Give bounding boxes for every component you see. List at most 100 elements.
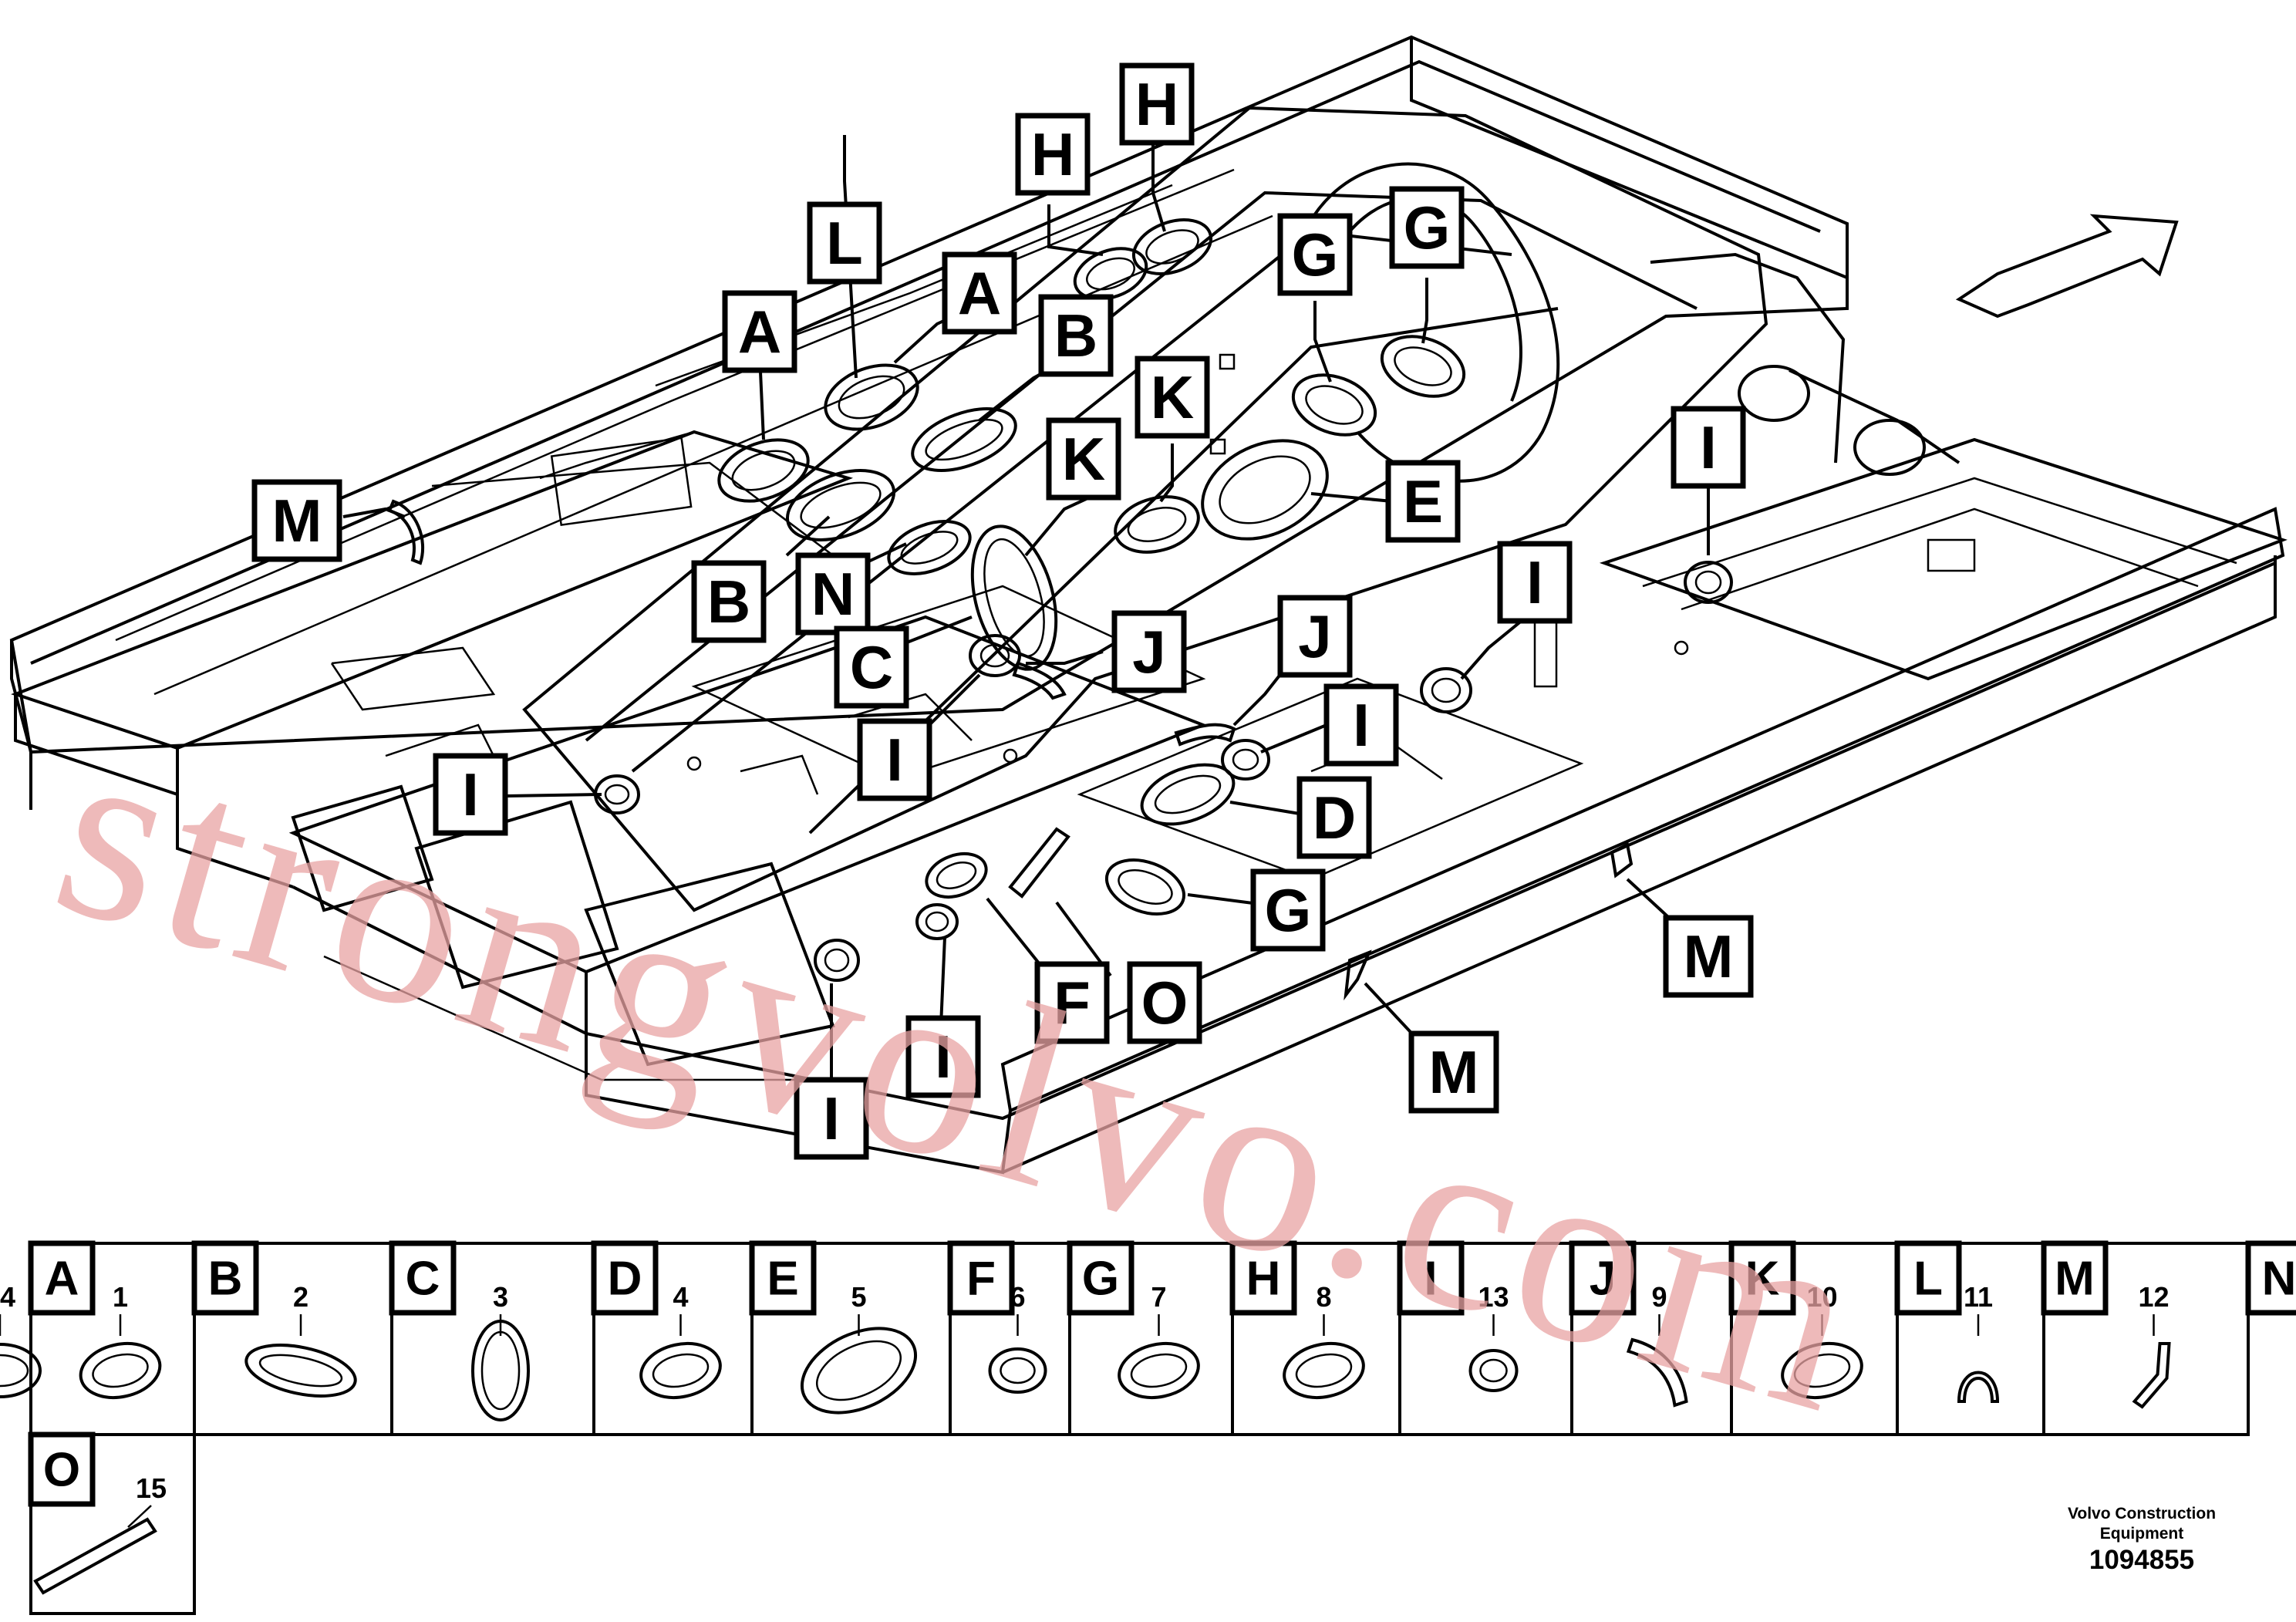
strip-j-right xyxy=(1174,723,1236,747)
grommet-oval-icon xyxy=(639,1342,722,1399)
legend-part-number: 11 xyxy=(1964,1281,1993,1313)
grommet-b-upper xyxy=(911,407,1017,472)
callout-a-lower: A xyxy=(722,290,797,373)
grommet-c-loop xyxy=(970,524,1058,671)
callout-j-centre: J xyxy=(1111,610,1187,693)
callout-k-lower: K xyxy=(1046,417,1121,501)
grommet-long-oval-icon xyxy=(244,1344,357,1398)
tube-m-bottom xyxy=(1344,949,1372,1001)
grommet-oval-icon xyxy=(1283,1342,1365,1399)
legend-part-number: 13 xyxy=(1478,1281,1509,1313)
svg-text:I: I xyxy=(1353,691,1370,759)
callout-m-right: M xyxy=(1663,915,1754,998)
callout-b-lower: B xyxy=(691,560,767,643)
svg-text:H: H xyxy=(1135,70,1178,138)
legend-letter: M xyxy=(2055,1253,2095,1306)
svg-text:K: K xyxy=(1151,363,1194,431)
callout-j-right: J xyxy=(1277,595,1353,678)
legend-letter: L xyxy=(1913,1253,1943,1306)
clip-l xyxy=(387,499,425,565)
callout-i-left: I xyxy=(433,753,508,836)
callout-g-lower: G xyxy=(1250,868,1326,952)
legend-part-number: 6 xyxy=(1010,1281,1025,1313)
curved-strip-icon xyxy=(1626,1337,1688,1408)
grommet-round-icon xyxy=(1468,1349,1519,1392)
legend-letter: C xyxy=(406,1253,440,1306)
svg-text:B: B xyxy=(1054,302,1097,369)
grommet-oval-icon xyxy=(1118,1342,1200,1399)
grommet-g-right xyxy=(1380,335,1466,398)
grommet-i-left xyxy=(594,774,640,814)
legend-letter: B xyxy=(208,1253,243,1306)
legend-letter: J xyxy=(1590,1253,1616,1306)
legend-letter: H xyxy=(1246,1253,1281,1306)
svg-text:I: I xyxy=(823,1084,840,1152)
tube-o xyxy=(1008,827,1070,899)
svg-text:J: J xyxy=(1298,602,1331,670)
straight-tube-icon xyxy=(33,1517,157,1595)
grommet-i-mid xyxy=(1221,739,1270,781)
grommet-b-lower xyxy=(785,469,896,541)
legend-part-number: 9 xyxy=(1651,1281,1667,1313)
callout-i-mid: I xyxy=(1323,683,1399,767)
callouts: H H L A A B G G K K E M B N C J I J I I … xyxy=(251,62,1754,1160)
drawing-number: 1094855 xyxy=(2089,1545,2195,1575)
callout-b-upper: B xyxy=(1038,294,1114,377)
tube-m-right xyxy=(1610,842,1633,878)
legend-part-number: 14 xyxy=(0,1281,15,1313)
legend-part-number: 8 xyxy=(1316,1281,1331,1313)
lower-frame-drawing xyxy=(11,353,2288,1175)
svg-text:G: G xyxy=(1265,876,1312,944)
company-line-2: Equipment xyxy=(2099,1525,2184,1543)
svg-text:F: F xyxy=(1054,969,1091,1037)
grommet-i-centre xyxy=(969,634,1021,677)
edge-clip-icon xyxy=(1957,1371,2000,1403)
legend-letter: G xyxy=(1082,1253,1119,1306)
callout-g-left: G xyxy=(1277,213,1353,296)
grommet-i-bottom xyxy=(814,939,860,982)
grommet-f xyxy=(925,851,988,899)
svg-text:E: E xyxy=(1403,467,1443,535)
parts-legend: A1B2C3D4E5F6G7H8I13J9K10L11M12N14O15 xyxy=(0,1240,2296,1615)
legend-letter: A xyxy=(45,1253,79,1306)
grommet-e xyxy=(1201,439,1329,541)
grommet-g-left xyxy=(1291,373,1377,437)
company-name: Volvo Construction Equipment xyxy=(2057,1504,2227,1544)
svg-text:L: L xyxy=(826,209,863,277)
callout-i-far-right: I xyxy=(1671,406,1746,489)
grommet-oval-icon xyxy=(79,1342,162,1399)
grommet-i-right xyxy=(1420,667,1472,713)
callout-h-left: H xyxy=(1015,113,1091,196)
grommet-n xyxy=(887,520,972,575)
svg-text:J: J xyxy=(1132,618,1165,686)
legend-cell-l: L 11 xyxy=(1894,1240,2000,1435)
legend-letter: O xyxy=(43,1444,80,1497)
callout-i-centre: I xyxy=(857,718,932,801)
svg-text:A: A xyxy=(738,298,781,366)
company-line-1: Volvo Construction xyxy=(2067,1505,2217,1523)
callout-k-upper: K xyxy=(1135,356,1210,439)
callout-i-lower: I xyxy=(905,1015,981,1098)
svg-text:I: I xyxy=(886,726,903,794)
grommet-k-upper xyxy=(1114,495,1200,554)
svg-text:I: I xyxy=(1700,413,1717,481)
grommet-d xyxy=(1140,763,1236,826)
legend-part-number: 7 xyxy=(1151,1281,1166,1313)
callout-i-right: I xyxy=(1497,541,1573,624)
direction-arrow xyxy=(1955,214,2179,319)
svg-text:M: M xyxy=(1684,922,1734,990)
frame-parts xyxy=(387,218,1733,1001)
svg-text:I: I xyxy=(1526,548,1543,616)
callout-c-centre: C xyxy=(834,626,909,709)
grommet-tall-oval-icon xyxy=(471,1320,530,1421)
svg-text:B: B xyxy=(707,568,750,636)
